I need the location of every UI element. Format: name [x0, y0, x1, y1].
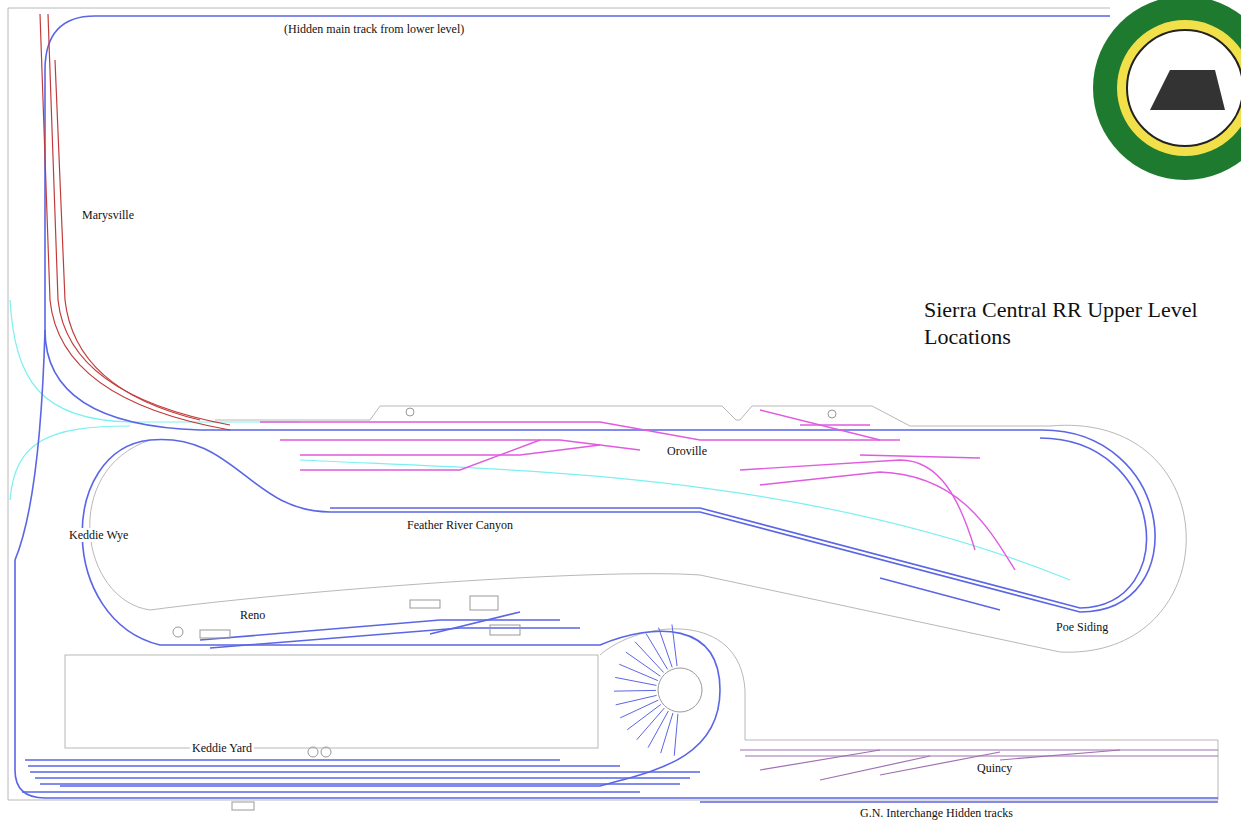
- turntable-stall: [627, 704, 661, 729]
- plan-title: Sierra Central RR Upper Level Locations: [924, 296, 1209, 350]
- yard-label: Keddie Yard: [190, 741, 254, 755]
- station-label: Oroville: [665, 444, 709, 458]
- turntable-stall: [619, 664, 658, 680]
- interchange-label: G.N. Interchange Hidden tracks: [858, 806, 1015, 820]
- turntable-stall: [659, 628, 673, 668]
- turntable-stall: [614, 690, 656, 692]
- station-label: Reno: [238, 608, 267, 622]
- location-label: Feather River Canyon: [405, 518, 515, 532]
- turntable-stall: [674, 714, 678, 756]
- station-label: Marysville: [80, 208, 136, 222]
- turntable-stall: [615, 677, 656, 685]
- turntable-stall: [646, 633, 668, 669]
- turntable-stall: [626, 652, 660, 676]
- turntable-stall: [616, 695, 657, 704]
- club-logo: [1093, 0, 1241, 180]
- siding-label: Poe Siding: [1054, 620, 1110, 634]
- location-label: Keddie Wye: [67, 528, 130, 542]
- hidden-track-note: (Hidden main track from lower level): [282, 22, 466, 36]
- turntable-stall: [648, 711, 668, 748]
- turntable-stall: [635, 642, 664, 673]
- turntable-stall: [672, 624, 677, 666]
- station-label: Quincy: [975, 761, 1014, 775]
- turntable-stall: [661, 713, 673, 753]
